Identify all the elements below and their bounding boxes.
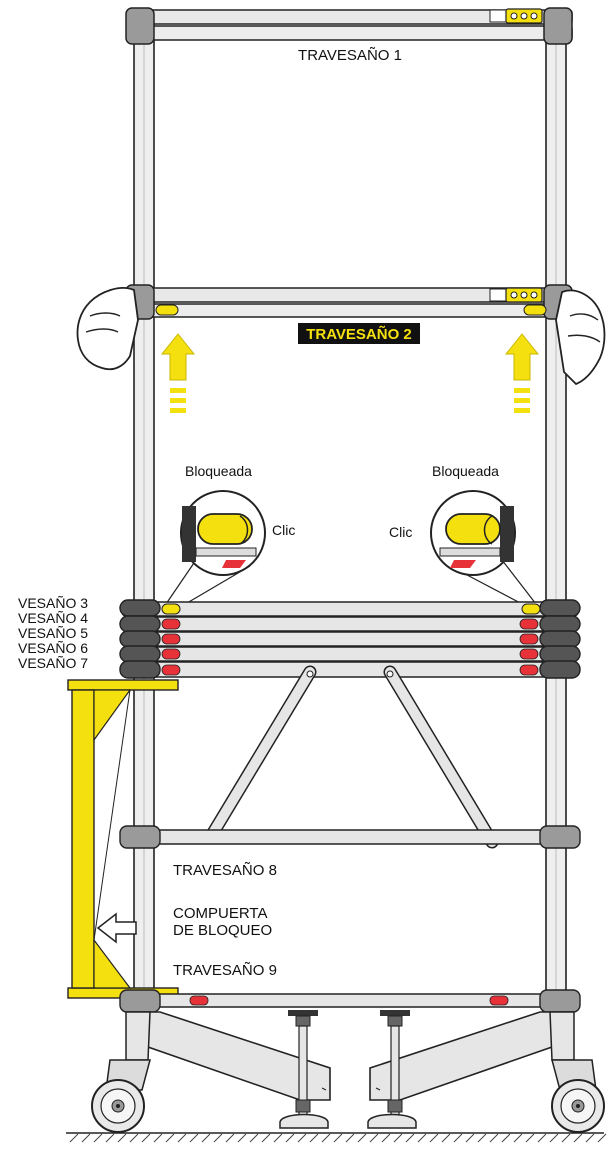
magnifier-right bbox=[430, 490, 537, 607]
click-left-label: Clic bbox=[272, 522, 295, 538]
rung-2-highlight bbox=[298, 323, 420, 344]
magnifier-left bbox=[165, 490, 266, 607]
arrow-left-icon bbox=[96, 912, 137, 944]
rung-6-label: VESAÑO 6 bbox=[18, 640, 88, 656]
diagonal-braces bbox=[203, 665, 499, 849]
hand-icon bbox=[555, 289, 606, 386]
left-post bbox=[133, 11, 155, 1013]
lock-gate bbox=[67, 679, 179, 999]
locked-right-label: Bloqueada bbox=[432, 463, 499, 479]
ground-line bbox=[66, 1132, 607, 1143]
rung-1-label: TRAVESAÑO 1 bbox=[298, 47, 402, 64]
caster-wheel-icon bbox=[549, 1011, 605, 1133]
rung-9 bbox=[119, 989, 581, 1013]
rung-7-label: VESAÑO 7 bbox=[18, 655, 88, 671]
rung-1 bbox=[125, 7, 573, 45]
stabilizer-legs bbox=[127, 1011, 573, 1101]
rung-8 bbox=[119, 825, 581, 849]
lock-gate-label-1: COMPUERTA bbox=[173, 905, 267, 922]
rung-8-label: TRAVESAÑO 8 bbox=[173, 862, 277, 879]
lock-gate-label-2: DE BLOQUEO bbox=[173, 922, 272, 939]
caster-wheel-icon bbox=[91, 1011, 151, 1133]
adjustable-foot-left bbox=[279, 1010, 329, 1129]
adjustable-foot-right bbox=[367, 1010, 417, 1129]
rung-2-label: TRAVESAÑO 2 bbox=[306, 325, 412, 343]
arrow-up-icon bbox=[160, 333, 196, 413]
rungs-3-to-7 bbox=[119, 599, 581, 679]
right-post bbox=[545, 11, 567, 1013]
click-right-label: Clic bbox=[389, 524, 412, 540]
rung-4-label: VESAÑO 4 bbox=[18, 610, 88, 626]
rung-9-label: TRAVESAÑO 9 bbox=[173, 962, 277, 979]
locked-left-label: Bloqueada bbox=[185, 463, 252, 479]
rung-3-label: VESAÑO 3 bbox=[18, 595, 88, 611]
rung-2 bbox=[125, 284, 573, 320]
rung-5-label: VESAÑO 5 bbox=[18, 625, 88, 641]
hand-icon bbox=[76, 287, 139, 371]
arrow-up-icon bbox=[504, 333, 540, 413]
